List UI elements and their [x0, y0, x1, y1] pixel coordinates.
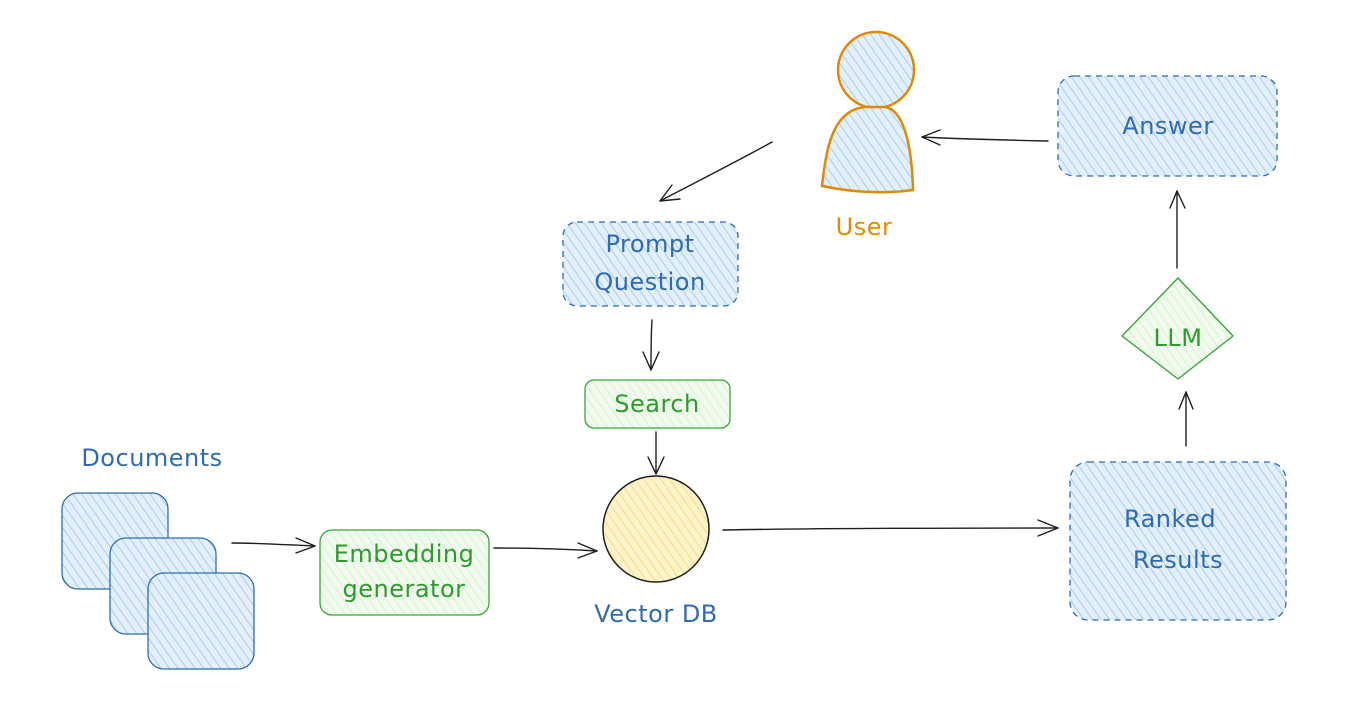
answer-label: Answer [1122, 112, 1213, 140]
prompt-question-node: Prompt Question [562, 221, 739, 307]
documents-node [61, 492, 255, 670]
ranked-label-line1: Ranked [1124, 505, 1216, 533]
prompt-label-line2: Question [594, 268, 705, 296]
arrow-answer-to-user [921, 129, 1049, 146]
llm-label: LLM [1154, 324, 1203, 352]
arrow-user-to-prompt [659, 141, 773, 202]
user-icon [820, 30, 916, 194]
search-label: Search [614, 390, 699, 418]
vector-db-label: Vector DB [594, 600, 718, 628]
arrow-prompt-to-search [642, 319, 660, 371]
arrow-embedding-to-vector-db [493, 542, 598, 559]
arrow-documents-to-embedding [231, 537, 316, 554]
arrow-llm-to-answer [1169, 190, 1186, 269]
llm-node: LLM [1121, 277, 1234, 380]
user-label: User [836, 213, 893, 241]
embedding-generator-label-line1: Embedding [334, 540, 475, 568]
arrow-ranked-to-llm [1178, 391, 1194, 447]
prompt-label-line1: Prompt [605, 230, 694, 258]
arrow-search-to-vector-db [647, 431, 665, 475]
search-node: Search [584, 379, 731, 429]
embedding-generator-node: Embedding generator [319, 529, 490, 616]
ranked-results-node: Ranked Results [1069, 461, 1287, 621]
embedding-generator-label-line2: generator [342, 575, 465, 603]
arrow-vector-db-to-ranked [722, 519, 1059, 537]
ranked-label-line2: Results [1133, 546, 1223, 574]
vector-db-node [602, 475, 710, 583]
answer-node: Answer [1057, 75, 1278, 177]
documents-label: Documents [81, 444, 222, 472]
